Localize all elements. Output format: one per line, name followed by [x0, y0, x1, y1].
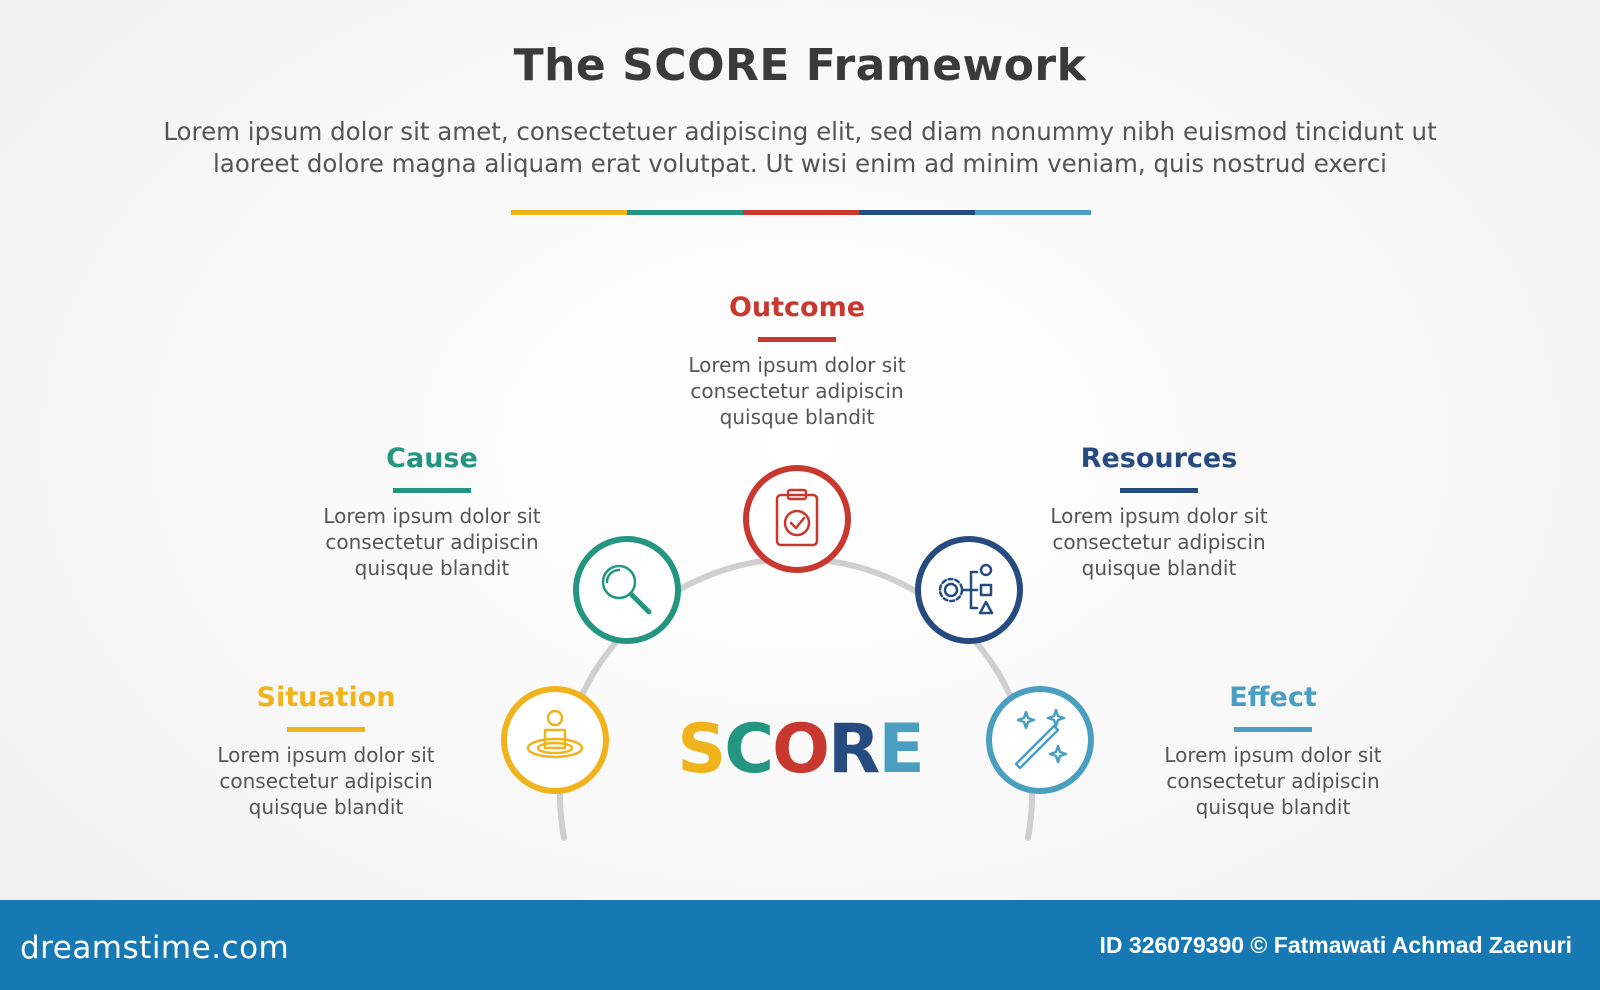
desc-line: Lorem ipsum dolor sit	[688, 353, 906, 377]
step-node-resources	[915, 536, 1023, 644]
step-desc-cause: Lorem ipsum dolor sit consectetur adipis…	[282, 503, 582, 581]
letter-r: R	[827, 710, 880, 789]
step-node-situation	[501, 686, 609, 794]
step-underline-effect	[1234, 727, 1312, 732]
desc-line: Lorem ipsum dolor sit	[217, 743, 435, 767]
letter-s: S	[677, 710, 726, 789]
desc-line: consectetur adipiscin	[1052, 530, 1266, 554]
score-acronym: SCORE	[640, 710, 960, 789]
footer-credit: ID 326079390 © Fatmawati Achmad Zaenuri	[1099, 932, 1572, 958]
step-desc-situation: Lorem ipsum dolor sit consectetur adipis…	[176, 742, 476, 820]
desc-line: consectetur adipiscin	[219, 769, 433, 793]
page-subtitle: Lorem ipsum dolor sit amet, consectetuer…	[100, 116, 1500, 180]
subtitle-line-1: Lorem ipsum dolor sit amet, consectetuer…	[163, 117, 1437, 146]
step-label-resources: Resources	[1080, 443, 1238, 474]
step-node-cause	[573, 536, 681, 644]
desc-line: consectetur adipiscin	[1166, 769, 1380, 793]
desc-line: consectetur adipiscin	[690, 379, 904, 403]
step-underline-situation	[287, 727, 365, 732]
divider-segment-resources	[859, 210, 975, 215]
step-label-cause: Cause	[386, 443, 478, 474]
magic-wand-icon	[1014, 708, 1068, 770]
letter-c: C	[724, 710, 774, 789]
step-label-effect: Effect	[1229, 682, 1317, 713]
clipboard-check-icon	[775, 488, 819, 547]
desc-line: quisque blandit	[354, 556, 510, 580]
step-label-outcome: Outcome	[728, 292, 866, 323]
step-node-outcome	[743, 465, 851, 573]
step-label-situation: Situation	[256, 682, 396, 713]
step-desc-outcome: Lorem ipsum dolor sit consectetur adipis…	[647, 352, 947, 430]
step-node-effect	[986, 686, 1094, 794]
desc-line: Lorem ipsum dolor sit	[323, 504, 541, 528]
letter-e: E	[878, 710, 924, 789]
desc-line: quisque blandit	[1081, 556, 1237, 580]
footer-bar: dreamstime.com ID 326079390 © Fatmawati …	[0, 900, 1600, 990]
desc-line: quisque blandit	[248, 795, 404, 819]
desc-line: consectetur adipiscin	[325, 530, 539, 554]
divider-segment-effect	[975, 210, 1091, 215]
desc-line: quisque blandit	[1195, 795, 1351, 819]
gear-shapes-icon	[938, 563, 994, 615]
divider-segment-outcome	[743, 210, 859, 215]
subtitle-line-2: laoreet dolore magna aliquam erat volutp…	[213, 149, 1387, 178]
divider-segment-cause	[627, 210, 743, 215]
step-underline-resources	[1120, 488, 1198, 493]
step-underline-cause	[393, 488, 471, 493]
color-divider	[511, 210, 1091, 215]
step-underline-outcome	[758, 337, 836, 342]
step-desc-resources: Lorem ipsum dolor sit consectetur adipis…	[1009, 503, 1309, 581]
page-title: The SCORE Framework	[513, 40, 1087, 91]
desc-line: Lorem ipsum dolor sit	[1050, 504, 1268, 528]
score-arc-diagram	[501, 465, 1094, 841]
magnifier-icon	[601, 564, 652, 615]
person-target-icon	[526, 709, 584, 759]
desc-line: Lorem ipsum dolor sit	[1164, 743, 1382, 767]
letter-o: O	[772, 710, 830, 789]
desc-line: quisque blandit	[719, 405, 875, 429]
step-desc-effect: Lorem ipsum dolor sit consectetur adipis…	[1123, 742, 1423, 820]
divider-segment-situation	[511, 210, 627, 215]
footer-brand[interactable]: dreamstime.com	[20, 930, 290, 966]
